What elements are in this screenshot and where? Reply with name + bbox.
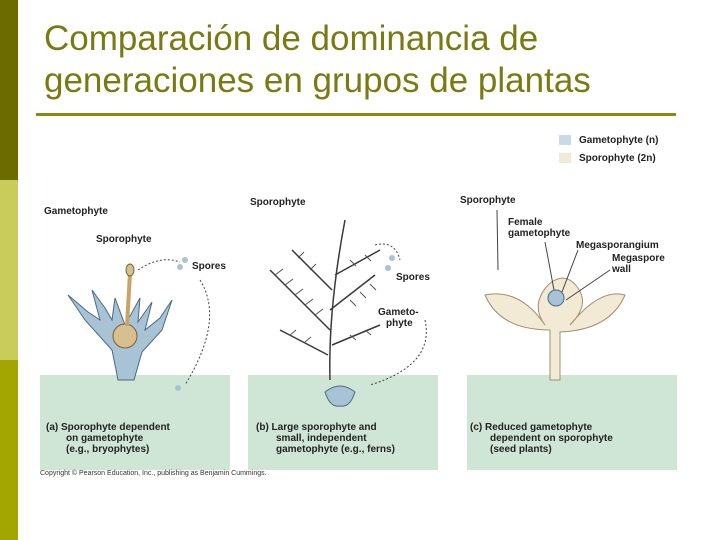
- copyright-notice: Copyright © Pearson Education, Inc., pub…: [40, 470, 267, 477]
- panel-c-caption-line-2: dependent on sporophyte: [490, 433, 613, 444]
- panel-b-frond: [269, 219, 381, 381]
- panel-a-label-spores: Spores: [192, 261, 226, 272]
- panel-b-cycle-arrow: [369, 243, 427, 386]
- panel-c-pointer-megasporangium: [561, 249, 579, 293]
- panel-c-pointer-female: [544, 241, 555, 291]
- panel-a-label-gametophyte: Gametophyte: [44, 206, 108, 217]
- panel-a-spore: [182, 257, 188, 263]
- legend-label-gametophyte: Gametophyte (n): [579, 134, 659, 146]
- panel-c-label-megaspore-2: wall: [611, 264, 631, 275]
- panel-b-caption-line-1: (b) Large sporophyte and: [256, 422, 377, 433]
- title-line-1: Comparación de dominancia de: [44, 19, 539, 58]
- legend-swatch-gametophyte: [559, 135, 571, 145]
- panel-a-cycle-arrow: [137, 259, 211, 386]
- panel-b-label-sporophyte: Sporophyte: [250, 197, 306, 208]
- panel-a-sporophyte-stalk: [125, 272, 132, 327]
- life-cycle-figure: Gametophyte Sporophyte Spores (a) Sporop…: [40, 195, 677, 470]
- panel-a: Gametophyte Sporophyte Spores (a) Sporop…: [40, 206, 230, 470]
- panel-c-label-megaspore-1: Megaspore: [612, 253, 665, 264]
- panel-a-capsule: [125, 263, 135, 277]
- panel-a-spore: [175, 385, 181, 391]
- panel-a-caption-line-3: (e.g., bryophytes): [66, 444, 149, 455]
- panel-c-label-sporophyte: Sporophyte: [460, 195, 516, 206]
- panel-c: Sporophyte Female gametophyte Megasporan…: [460, 195, 677, 470]
- panel-c-pointer-sporophyte: [496, 209, 499, 271]
- panel-b-caption-line-2: small, independent: [276, 433, 367, 444]
- legend-swatch-sporophyte: [559, 153, 571, 163]
- panel-c-caption-line-3: (seed plants): [490, 444, 552, 455]
- panel-b-label-gametophyte-1: Gameto-: [378, 307, 419, 318]
- legend-label-sporophyte: Sporophyte (2n): [579, 152, 656, 164]
- legend-item-gametophyte: Gametophyte (n): [559, 131, 658, 149]
- panel-a-sporophyte-foot: [112, 323, 138, 349]
- page-title: Comparación de dominancia de generacione…: [44, 18, 704, 102]
- panel-c-label-female-2: gametophyte: [508, 228, 571, 239]
- panel-c-label-megasporangium: Megasporangium: [576, 240, 659, 251]
- legend: Gametophyte (n) Sporophyte (2n): [559, 131, 658, 167]
- panel-c-ovule: [547, 289, 565, 307]
- panel-c-pointer-megaspore: [565, 269, 611, 301]
- panel-b-gametophyte-shape: [324, 385, 356, 407]
- panel-c-sporophyte-shape: [484, 277, 626, 381]
- panel-b-label-gametophyte-2: phyte: [386, 318, 413, 329]
- sidebar-band-mid: [0, 360, 18, 540]
- panel-b: Sporophyte Spores Gameto- phyte (b) Larg…: [248, 197, 438, 470]
- panel-c-label-female-1: Female: [508, 217, 543, 228]
- panel-b-caption-line-3: gametophyte (e.g., ferns): [276, 444, 395, 455]
- legend-item-sporophyte: Sporophyte (2n): [559, 149, 658, 167]
- panel-b-label-spores: Spores: [396, 272, 430, 283]
- panel-b-spore: [385, 265, 391, 271]
- sidebar-band-light: [0, 180, 18, 360]
- title-underline: [36, 113, 676, 116]
- panel-c-ground: [467, 375, 677, 470]
- title-line-2: generaciones en grupos de plantas: [44, 61, 591, 100]
- sidebar-decoration: [0, 0, 18, 540]
- panel-a-ground: [40, 375, 230, 470]
- panel-b-spore: [389, 255, 395, 261]
- panel-a-caption-line-2: on gametophyte: [66, 433, 144, 444]
- panel-a-label-sporophyte: Sporophyte: [96, 234, 152, 245]
- panel-b-leaflets: [274, 251, 377, 343]
- panel-c-caption-line-1: (c) Reduced gametophyte: [470, 422, 593, 433]
- sidebar-band-dark: [0, 0, 18, 180]
- panel-a-caption-line-1: (a) Sporophyte dependent: [46, 422, 171, 433]
- panel-a-spore: [177, 264, 183, 270]
